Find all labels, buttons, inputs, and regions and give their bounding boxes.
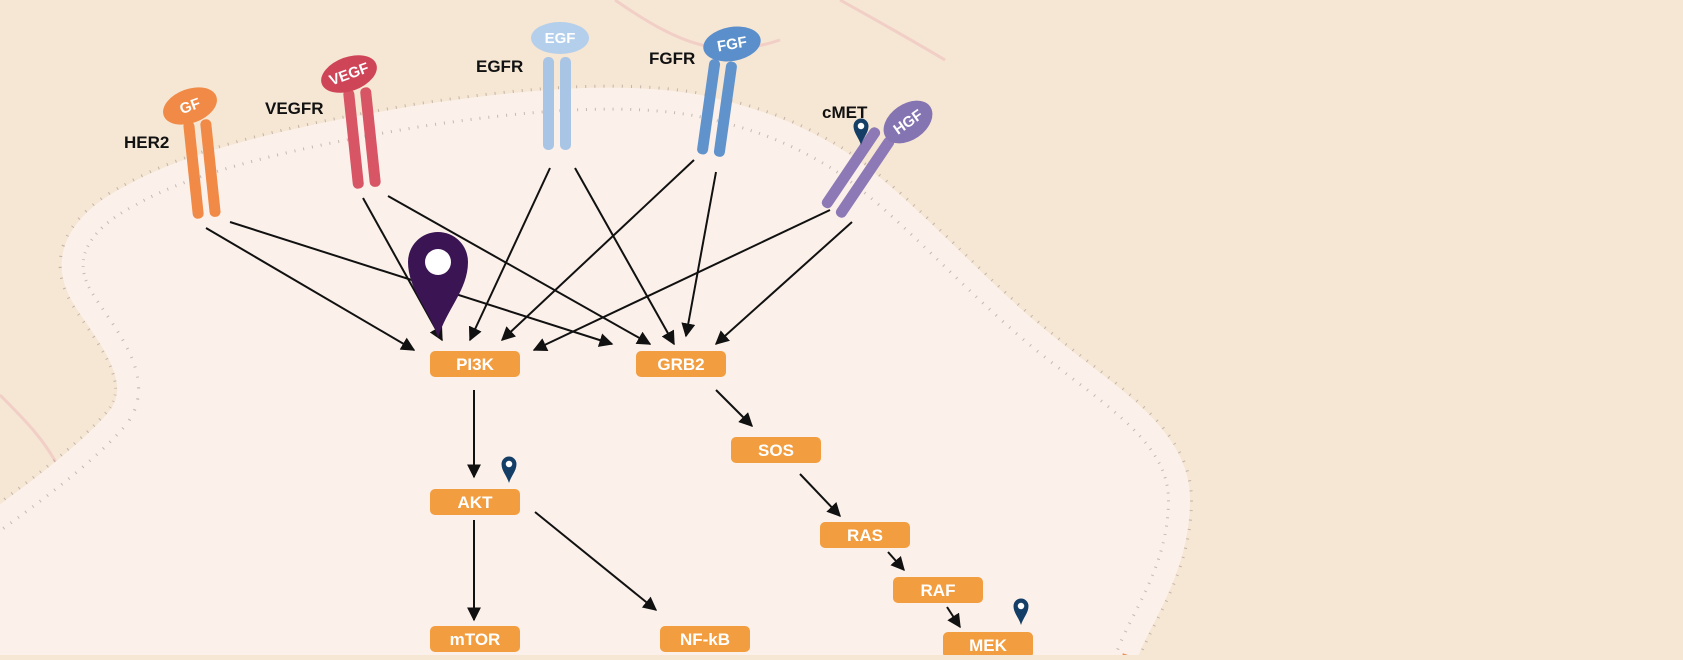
node-label-nfkb: NF-kB (680, 630, 730, 649)
map-pin-icon-akt-body (501, 456, 517, 483)
receptor-egfr-chain-left (543, 57, 554, 150)
ligand-cmet-shape (883, 100, 933, 144)
node-ras: RAS (820, 522, 910, 548)
receptor-label-her2: HER2 (124, 133, 169, 152)
receptor-label-egfr: EGFR (476, 57, 523, 76)
map-pin-icon-mek[interactable] (1013, 598, 1029, 626)
membrane-inner-leaflet (0, 87, 1191, 659)
map-pin-icon-pi3k-hole (425, 249, 451, 275)
map-pin-icon-pi3k[interactable] (408, 232, 468, 338)
cell (0, 84, 1194, 660)
receptor-her2-chain-left (183, 121, 204, 219)
ligand-vegfr-shape (321, 55, 377, 93)
receptor-fgfr (697, 59, 737, 157)
ligand-fgfr: FGF (703, 26, 761, 62)
ligand-egfr-shape (531, 22, 589, 54)
node-grb2: GRB2 (636, 351, 726, 377)
arrow-vegfr-to-pi3k (362, 197, 443, 342)
arrow-her2-to-pi3k (205, 227, 416, 351)
arrow-vegfr-to-grb2 (387, 195, 652, 345)
node-sos-box (731, 437, 821, 463)
arrow-raf-to-mek (946, 606, 961, 629)
node-mtor-box (430, 626, 520, 652)
node-pi3k: PI3K (430, 351, 520, 377)
map-pin-icon-cmet[interactable] (853, 118, 869, 146)
node-raf: RAF (893, 577, 983, 603)
ligand-vegfr: VEGF (321, 55, 377, 93)
receptor-vegfr-chain-left (343, 89, 364, 189)
node-label-pi3k: PI3K (456, 355, 495, 374)
receptor-cmet (821, 127, 895, 218)
arrow-grb2-to-sos (715, 389, 753, 427)
node-label-akt: AKT (458, 493, 494, 512)
ligand-label-egfr: EGF (545, 30, 576, 47)
map-pin-icon-cmet-body (853, 118, 869, 145)
node-label-raf: RAF (921, 581, 956, 600)
location-markers (408, 118, 1029, 626)
ligand-cmet: HGF (883, 100, 933, 144)
node-grb2-box (636, 351, 726, 377)
node-akt-box (430, 489, 520, 515)
receptor-label-fgfr: FGFR (649, 49, 695, 68)
ligand-label-fgfr: FGF (716, 34, 748, 56)
arrow-egfr-to-pi3k (468, 167, 551, 342)
decor-fiber (839, 0, 946, 62)
receptor-egfr-chain-right (560, 57, 571, 150)
node-raf-box (893, 577, 983, 603)
arrow-sos-to-ras (799, 473, 841, 518)
arrow-egfr-to-grb2 (574, 167, 675, 346)
ligand-her2: GF (163, 87, 217, 125)
node-mek: MEK (943, 632, 1033, 658)
node-mek-box (943, 632, 1033, 658)
arrow-akt-to-nfkb (534, 511, 658, 611)
node-label-grb2: GRB2 (657, 355, 704, 374)
node-akt: AKT (430, 489, 520, 515)
node-mtor: mTOR (430, 626, 520, 652)
map-pin-icon-mek-hole (1017, 602, 1025, 610)
map-pin-icon-akt[interactable] (501, 456, 517, 484)
node-label-ras: RAS (847, 526, 883, 545)
map-pin-icon-akt-hole (505, 460, 513, 468)
node-label-mek: MEK (969, 636, 1008, 655)
receptor-cmet-chain-right (835, 136, 895, 218)
receptor-egfr (543, 57, 571, 150)
ligand-her2-shape (163, 87, 217, 125)
receptor-fgfr-chain-right (713, 61, 737, 157)
arrow-cmet-to-grb2 (714, 221, 853, 345)
receptor-label-vegfr: VEGFR (265, 99, 324, 118)
map-pin-icon-mek-body (1013, 598, 1029, 625)
node-ras-box (820, 522, 910, 548)
arrow-fgfr-to-grb2 (681, 171, 717, 338)
receptor-fgfr-chain-left (697, 59, 721, 155)
node-label-sos: SOS (758, 441, 794, 460)
receptor-cmet-chain-left (821, 127, 881, 209)
receptor-her2 (183, 119, 221, 219)
arrow-cmet-to-pi3k (532, 209, 831, 351)
cytoplasm (0, 97, 1180, 655)
node-pi3k-box (430, 351, 520, 377)
receptor-vegfr-chain-right (360, 87, 381, 187)
receptor-vegfr (343, 87, 381, 189)
map-pin-icon-pi3k-body (408, 232, 468, 338)
node-sos: SOS (731, 437, 821, 463)
ligand-fgfr-shape (703, 26, 761, 62)
map-pin-icon-cmet-hole (857, 122, 865, 130)
arrow-ras-to-raf (887, 551, 905, 572)
receptors: HER2 GF VEGFR VEGF EGFR EGF FGFR FGF cMET HGF (124, 22, 933, 219)
ligand-label-her2: GF (177, 95, 202, 118)
receptor-label-cmet: cMET (822, 103, 868, 122)
node-nfkb-box (660, 626, 750, 652)
arrow-fgfr-to-pi3k (500, 159, 695, 341)
receptor-her2-chain-right (200, 119, 221, 217)
node-label-mtor: mTOR (450, 630, 501, 649)
ligand-egfr: EGF (531, 22, 589, 54)
node-nfkb: NF-kB (660, 626, 750, 652)
